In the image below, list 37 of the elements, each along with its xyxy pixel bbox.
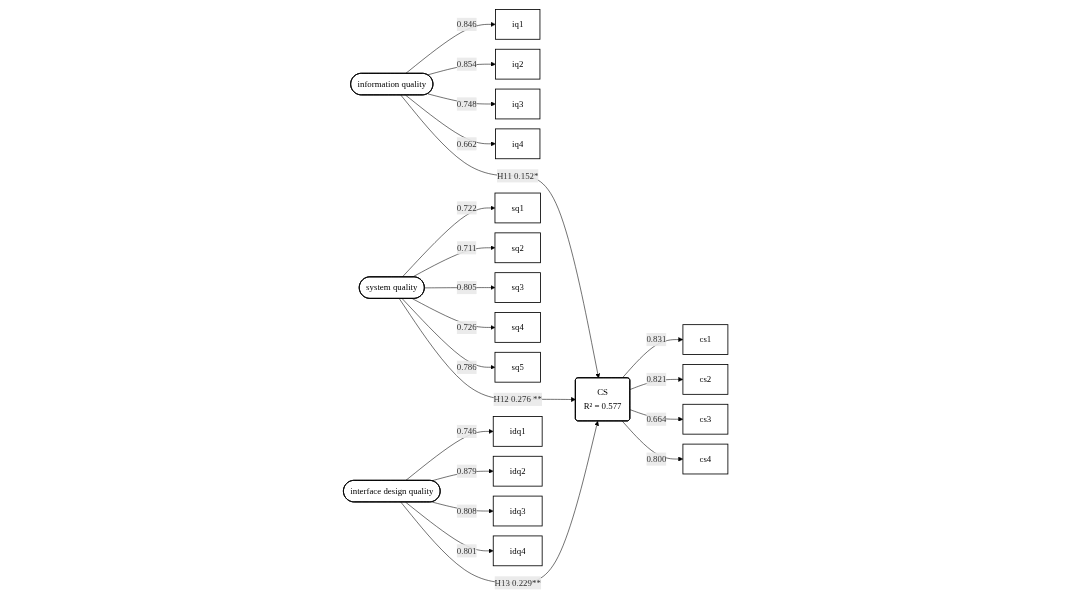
edge-label: 0.821 xyxy=(646,374,667,384)
edge-label: 0.746 xyxy=(456,426,477,436)
node-box: cs3 xyxy=(682,403,729,435)
edge-label: 0.831 xyxy=(646,334,667,345)
node-box: cs2 xyxy=(682,364,729,395)
node-box: iq2 xyxy=(494,48,541,80)
edge-label: 0.846 xyxy=(456,19,477,29)
node-box: sq2 xyxy=(494,232,541,264)
edge-label: 0.786 xyxy=(456,362,477,372)
node-box: idq3 xyxy=(492,495,543,527)
edge-label: 0.664 xyxy=(646,414,667,424)
edge-label: H12 0.276 ** xyxy=(493,394,542,404)
edge-label: 0.722 xyxy=(456,202,477,213)
edge-label: 0.711 xyxy=(456,242,477,253)
node-box: iq4 xyxy=(494,128,541,160)
edge-label: 0.854 xyxy=(456,59,477,69)
edge-label: 0.662 xyxy=(456,138,477,149)
node-box: idq4 xyxy=(492,535,543,567)
node-box: idq1 xyxy=(492,416,543,447)
edge-label: 0.801 xyxy=(456,545,477,556)
edge-label: 0.726 xyxy=(456,322,477,332)
edge-label: 0.748 xyxy=(456,99,477,109)
node-box: sq1 xyxy=(494,192,541,224)
edge-label: 0.805 xyxy=(456,282,477,293)
node-box: cs1 xyxy=(682,324,729,355)
edge-label: H11 0.152* xyxy=(496,170,539,181)
node-box: sq4 xyxy=(494,312,541,343)
node-box: sq3 xyxy=(494,272,541,303)
edge-label: H13 0.229** xyxy=(494,577,541,588)
node-box: cs4 xyxy=(682,443,729,475)
edge-label: 0.800 xyxy=(646,454,667,464)
node-box: sq5 xyxy=(494,351,541,383)
node-box: idq2 xyxy=(492,455,543,487)
node-box: iq1 xyxy=(494,9,541,40)
node-box: iq3 xyxy=(494,88,541,120)
edge-label: 0.879 xyxy=(456,466,477,476)
edge-label: 0.808 xyxy=(456,506,477,516)
